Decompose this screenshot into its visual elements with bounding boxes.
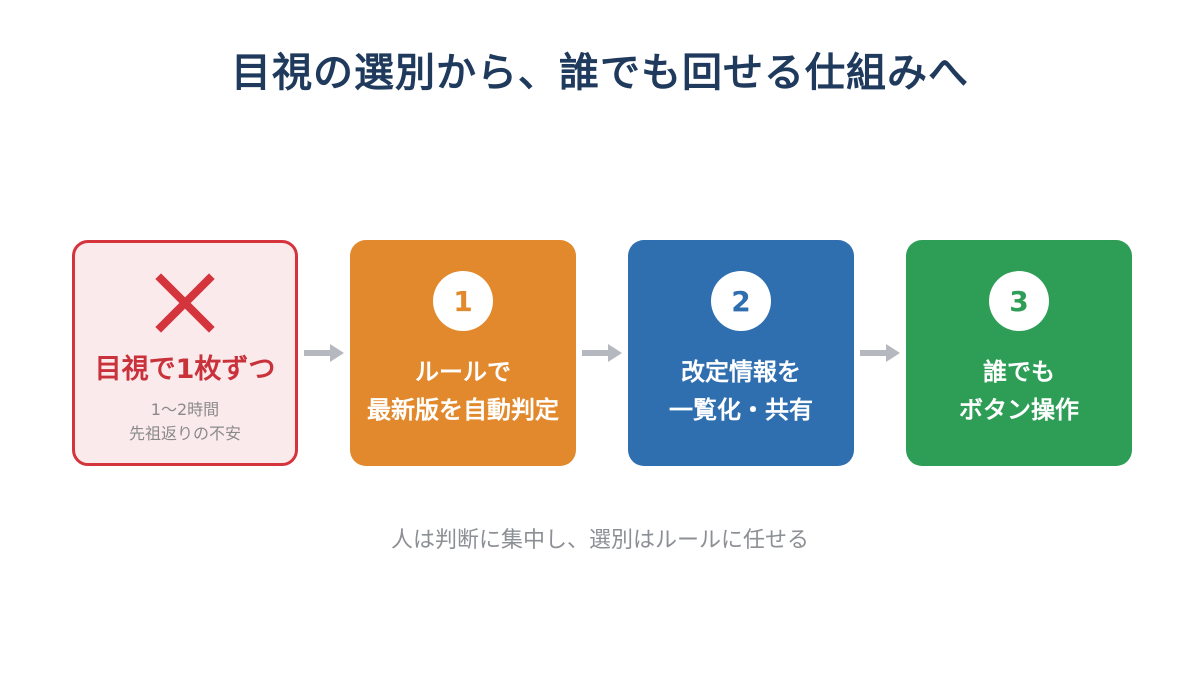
step-number-badge: 2 bbox=[711, 271, 771, 331]
step-line: 誰でも bbox=[983, 358, 1055, 386]
arrow-icon bbox=[298, 240, 350, 466]
step-card-2: 2 改定情報を 一覧化・共有 bbox=[628, 240, 854, 466]
step-description: 改定情報を 一覧化・共有 bbox=[669, 353, 813, 429]
step-number-badge: 1 bbox=[433, 271, 493, 331]
before-description: 1〜2時間 先祖返りの不安 bbox=[129, 398, 241, 446]
arrow-icon bbox=[576, 240, 628, 466]
step-description: ルールで 最新版を自動判定 bbox=[367, 353, 559, 429]
step-line: ルールで bbox=[415, 358, 511, 386]
process-flow: 目視で1枚ずつ 1〜2時間 先祖返りの不安 1 ルールで 最新版を自動判定 2 … bbox=[72, 240, 1132, 466]
step-description: 誰でも ボタン操作 bbox=[959, 353, 1079, 429]
page-title: 目視の選別から、誰でも回せる仕組みへ bbox=[231, 50, 969, 96]
before-card: 目視で1枚ずつ 1〜2時間 先祖返りの不安 bbox=[72, 240, 298, 466]
caption: 人は判断に集中し、選別はルールに任せる bbox=[390, 528, 809, 553]
step-line: ボタン操作 bbox=[959, 396, 1079, 424]
step-number-badge: 3 bbox=[989, 271, 1049, 331]
step-line: 改定情報を bbox=[681, 358, 801, 386]
before-heading: 目視で1枚ずつ bbox=[94, 354, 276, 385]
step-card-1: 1 ルールで 最新版を自動判定 bbox=[350, 240, 576, 466]
step-card-3: 3 誰でも ボタン操作 bbox=[906, 240, 1132, 466]
before-concern: 先祖返りの不安 bbox=[128, 424, 241, 443]
cross-icon bbox=[155, 273, 215, 333]
arrow-icon bbox=[854, 240, 906, 466]
step-line: 最新版を自動判定 bbox=[367, 396, 559, 424]
before-time: 1〜2時間 bbox=[150, 400, 220, 419]
step-line: 一覧化・共有 bbox=[669, 396, 813, 424]
